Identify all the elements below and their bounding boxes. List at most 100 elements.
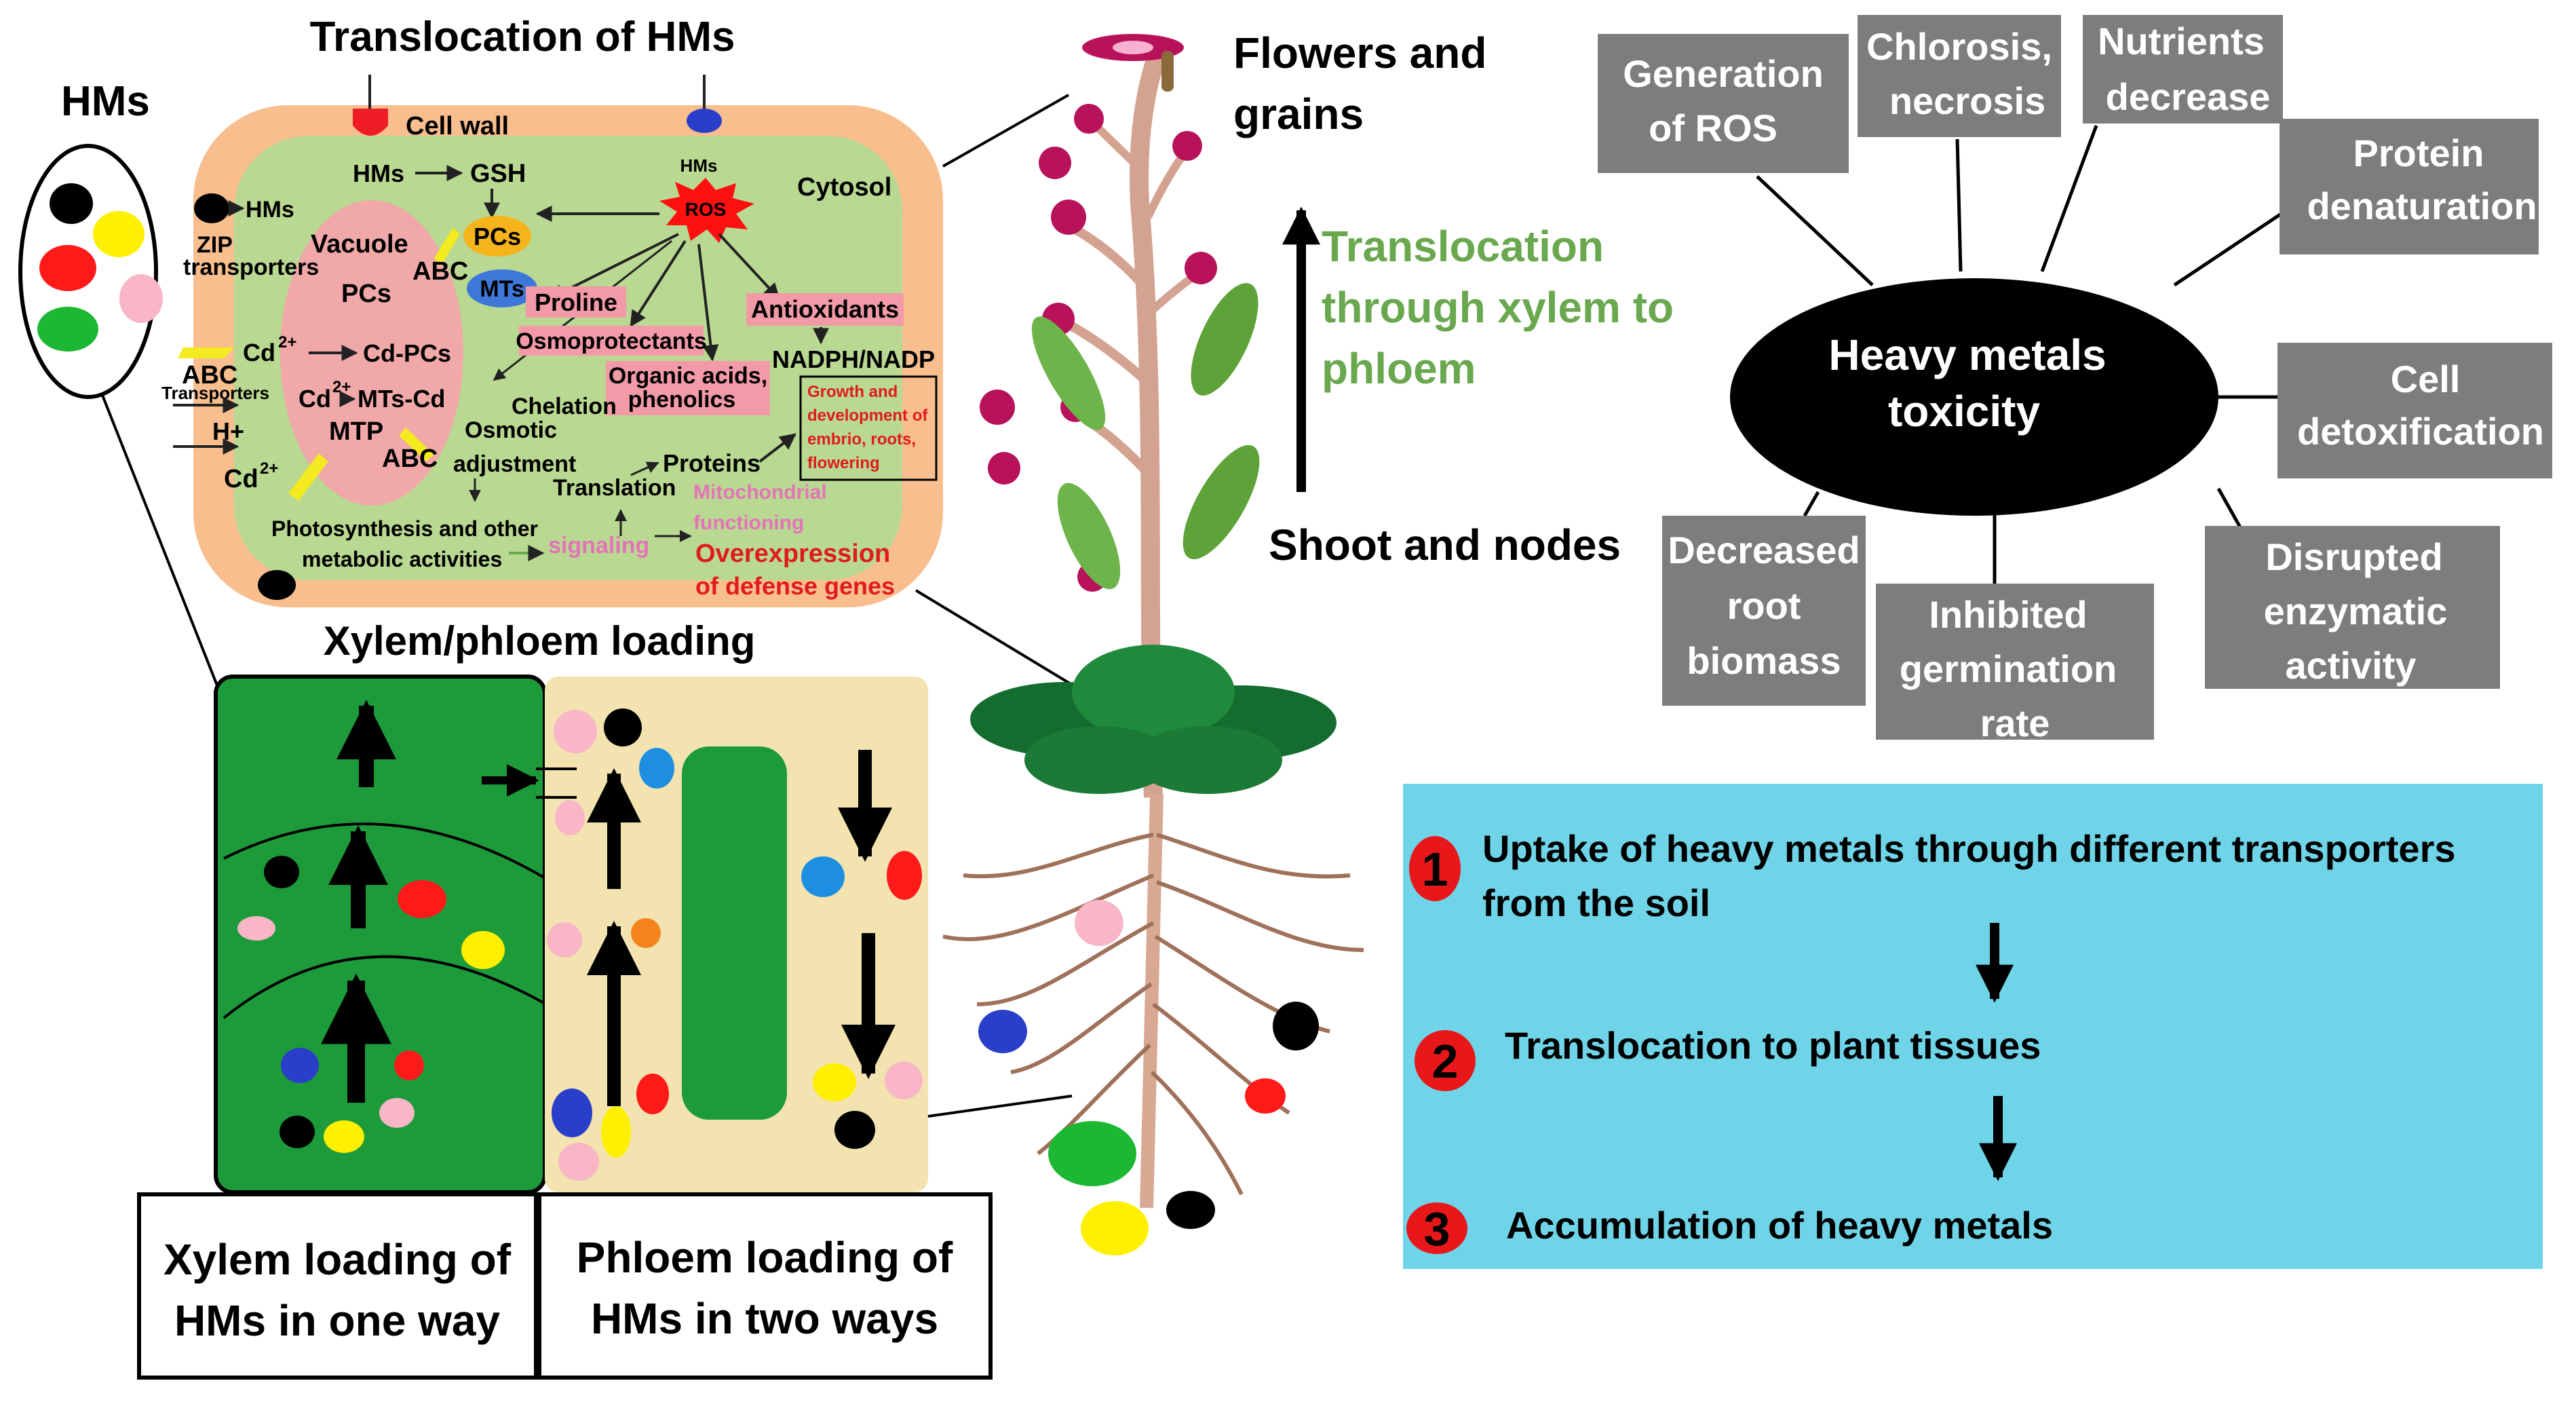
- cell-bottom-hm-dot: [258, 570, 296, 600]
- connector-cell-to-flowers: [942, 94, 1069, 168]
- box-germination: [1876, 584, 2154, 740]
- step-3-number: 3: [1424, 1202, 1450, 1255]
- phloem-dot-blue-3: [801, 856, 845, 897]
- toxicity-center-1: Heavy metals: [1828, 330, 2106, 379]
- step-2-text: Translocation to plant tissues: [1505, 1024, 2041, 1067]
- phloem-dot-yellow-1: [601, 1106, 631, 1158]
- connector-phloem-to-root: [927, 1095, 1073, 1118]
- step-2-number: 2: [1432, 1035, 1459, 1088]
- seed-pod: [1161, 51, 1174, 92]
- overexp-label-1: Overexpression: [695, 539, 890, 568]
- gsh-label: GSH: [470, 159, 526, 188]
- box-chlorosis-2: necrosis: [1889, 79, 2045, 122]
- growth-label-2: development of: [807, 406, 928, 425]
- steps-panel: 1 Uptake of heavy metals through differe…: [1403, 784, 2543, 1269]
- mito-label-2: functioning: [693, 512, 804, 534]
- step-3-text: Accumulation of heavy metals: [1506, 1204, 2053, 1247]
- step-1-line1: Uptake of heavy metals through different…: [1482, 827, 2456, 870]
- xylem-layer-line-1: [223, 822, 547, 880]
- mts-blob: [467, 269, 537, 307]
- box-protein-2: denaturation: [2307, 185, 2537, 227]
- connector-ellipse-to-xylem: [100, 393, 218, 686]
- pcs-label: PCs: [474, 223, 521, 250]
- box-protein-1: Protein: [2353, 132, 2484, 174]
- leaf-4: [1057, 482, 1121, 590]
- xylem-dot-red-2: [394, 1050, 424, 1080]
- mts-label: MTs: [480, 276, 524, 302]
- box-ros-2: of ROS: [1649, 107, 1777, 149]
- steps-background: [1403, 784, 2543, 1269]
- box-root-2: root: [1727, 584, 1801, 627]
- root-6: [1156, 833, 1351, 879]
- spoke-chlorosis: [1955, 138, 1963, 272]
- cd-label-3: Cd: [224, 465, 258, 493]
- flower-1: [1074, 104, 1104, 134]
- cd-sup-3: 2+: [260, 459, 278, 478]
- antioxidants-label: Antioxidants: [751, 295, 899, 323]
- flower-5: [1185, 252, 1217, 284]
- phloem-dot-yellow-2: [813, 1063, 856, 1101]
- box-enzymatic-3: activity: [2286, 644, 2417, 687]
- blue-transporter-shape: [687, 109, 722, 133]
- box-detox: [2277, 343, 2552, 478]
- zip-label-1: ZIP: [197, 232, 233, 258]
- soil-dot-black-2: [1166, 1191, 1215, 1229]
- phloem-dot-pink-2: [555, 800, 585, 835]
- root-4: [1010, 982, 1153, 1074]
- rosette-leaf-4: [1024, 726, 1174, 794]
- phloem-dot-red-1: [636, 1074, 669, 1114]
- box-germination-3: rate: [1980, 702, 2050, 744]
- growth-label-4: flowering: [807, 454, 880, 472]
- cd-label-1: Cd: [243, 339, 275, 366]
- soil-dot-blue: [978, 1010, 1027, 1053]
- metal-dot-black: [50, 183, 93, 224]
- soil-dot-yellow: [1081, 1201, 1149, 1255]
- leaf-1: [1191, 283, 1258, 396]
- rosette-leaf-5: [1133, 726, 1282, 794]
- organic-label-1: Organic acids,: [609, 363, 767, 389]
- overexp-label-2: of defense genes: [695, 572, 895, 600]
- metal-dot-pink: [119, 274, 163, 323]
- cell-diagram: Translocation of HMs Cell wall HMs GSH H…: [161, 14, 943, 607]
- soil-dot-black-1: [1273, 1002, 1319, 1050]
- rosette-leaf-3: [1072, 645, 1235, 740]
- toxicity-center: [1730, 278, 2218, 516]
- flower-4: [1051, 200, 1086, 235]
- abc-transporter-left: [178, 347, 234, 358]
- abc-in-label: ABC: [182, 361, 237, 390]
- arrow-ros-to-osmoprotectants: [630, 240, 687, 328]
- box-germination-2: germination: [1900, 647, 2117, 690]
- phloem-caption-box: [537, 1192, 993, 1380]
- vacuole-label: Vacuole: [311, 230, 408, 259]
- photo-label-1: Photosynthesis and other: [271, 516, 538, 541]
- growth-label-3: embrio, roots,: [807, 430, 916, 449]
- root-10: [1150, 1070, 1244, 1196]
- box-enzymatic-2: enzymatic: [2264, 590, 2448, 632]
- soil-dot-red: [1245, 1078, 1286, 1114]
- abc-transporter-top: [434, 227, 460, 266]
- soil-dot-green: [1048, 1121, 1136, 1186]
- chelation-label: Chelation: [512, 394, 617, 419]
- proline-box: [526, 286, 626, 318]
- flower-3: [1172, 131, 1202, 161]
- box-ros-1: Generation: [1623, 52, 1824, 95]
- metal-dot-red: [39, 245, 96, 291]
- step-2-badge: [1415, 1030, 1476, 1091]
- hms-top-label: HMs: [680, 155, 718, 176]
- growth-label-1: Growth and: [807, 383, 898, 401]
- abc-label-top: ABC: [412, 257, 468, 286]
- spoke-protein: [2173, 208, 2288, 287]
- box-ros: [1598, 34, 1849, 173]
- xylem-dot-black-1: [264, 856, 299, 888]
- xylem-dot-red-1: [398, 880, 446, 918]
- cell-wall-label: Cell wall: [406, 112, 509, 140]
- box-enzymatic-1: Disrupted: [2265, 535, 2442, 578]
- box-chlorosis-1: Chlorosis,: [1866, 25, 2052, 68]
- box-germination-1: Inhibited: [1929, 593, 2087, 636]
- box-nutrients-1: Nutrients: [2098, 20, 2265, 62]
- proteins-label: Proteins: [663, 449, 761, 477]
- antioxidants-box: [746, 293, 904, 326]
- cell-title: Translocation of HMs: [310, 14, 735, 60]
- mtp-label: MTP: [329, 417, 383, 446]
